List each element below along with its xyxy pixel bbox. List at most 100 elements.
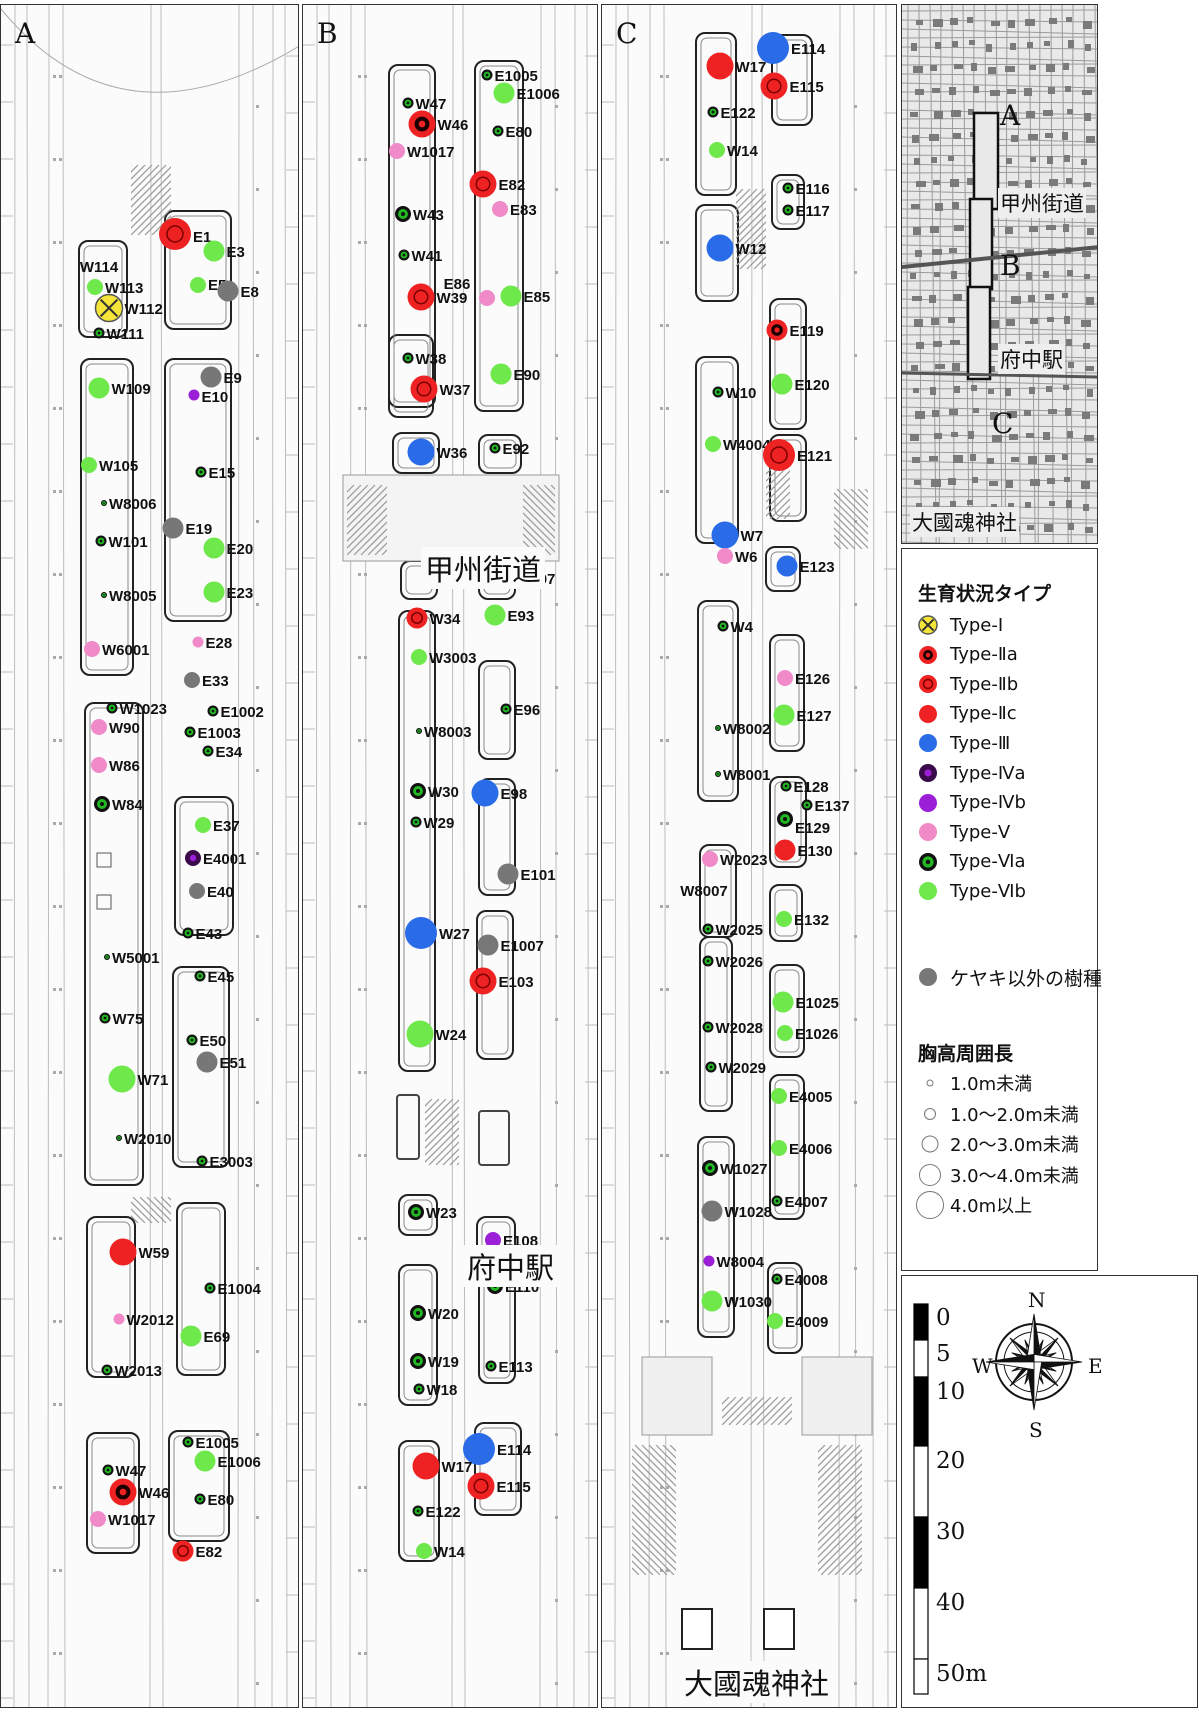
legend-label-via: Type-Ⅵa [950,851,1026,873]
tree-e1003-marker [184,726,196,738]
tree-label-e10: E10 [202,389,229,406]
tree-label-e1002: E1002 [221,704,264,721]
tree-w8005-marker [101,592,107,598]
tree-label-w8002: W8002 [723,721,771,738]
legend-size-swatch-1 [916,1069,946,1097]
scale-tick-20: 20 [936,1448,966,1474]
tree-label-w1030: W1030 [725,1294,773,1311]
tree-e40-marker [189,883,205,899]
tree-label-w113: W113 [105,280,143,297]
tree-label-e115: E115 [497,1479,531,1496]
tree-label-e115: E115 [790,79,824,96]
tree-label-w30: W30 [428,784,459,801]
legend-type-vib: Type-Ⅵb [916,877,1026,905]
panel-label-c: C [616,17,638,50]
legend-swatch-ivb [916,789,946,817]
tree-e1006-marker [194,1450,216,1472]
legend-swatch-vib [916,877,946,905]
scale-tick-10: 10 [936,1379,966,1405]
legend-label-iva: Type-Ⅳa [950,762,1026,784]
tree-w84-marker [94,796,110,812]
tree-e114-marker [463,1433,495,1465]
tree-label-e126: E126 [795,671,830,688]
legend-swatch-i [916,611,946,639]
tree-e4007-marker [771,1195,783,1207]
tree-w10-marker [712,386,724,398]
tree-label-w41: W41 [412,248,443,265]
tree-e5-marker [190,277,206,293]
tree-label-w8004: W8004 [717,1254,765,1271]
tree-w1030-marker [701,1290,723,1312]
scale-tick-0: 0 [936,1305,951,1331]
legend-size-5: 4.0m以上 [916,1191,1032,1219]
tree-label-e113: E113 [499,1359,533,1376]
tree-label-e96: E96 [514,702,541,719]
tree-w1028-marker [701,1200,723,1222]
tree-e82-marker [172,1540,194,1562]
tree-label-e127: E127 [797,708,832,725]
legend-size-label-5: 4.0m以上 [950,1196,1033,1217]
station-label-fuchu: 府中駅 [463,1245,559,1287]
tree-label-w1023: W1023 [120,701,168,718]
legend-size-label-1: 1.0m未満 [950,1074,1033,1095]
tree-label-w84: W84 [112,797,144,814]
tree-label-e1003: E1003 [198,725,241,742]
tree-w75-marker [99,1012,111,1024]
tree-label-e117: E117 [796,203,830,220]
tree-label-w2013: W2013 [115,1363,163,1380]
tree-label-e23: E23 [227,585,254,602]
legend-type-title: 生育状況タイプ [918,583,1052,605]
tree-label-e4007: E4007 [785,1194,828,1211]
tree-e85-marker [500,285,522,307]
tree-label-e37: E37 [213,818,240,835]
legend-type-iib: Type-Ⅱb [916,670,1018,698]
legend-label-iii: Type-Ⅲ [950,732,1011,754]
tree-label-e90: E90 [514,367,541,384]
tree-label-w34: W34 [430,611,462,628]
tree-label-w2028: W2028 [716,1020,764,1037]
legend-swatch-iic [916,700,946,728]
tree-e43-marker [182,927,194,939]
tree-label-e69: E69 [204,1329,231,1346]
tree-label-e4005: E4005 [789,1089,832,1106]
legend-type-ivb: Type-Ⅳb [916,789,1026,817]
inset-label-fuchu: 府中駅 [998,344,1065,374]
legend-label-iib: Type-Ⅱb [950,673,1019,695]
scale-tick-50m: 50m [936,1661,988,1687]
legend-type-iva: Type-Ⅳa [916,759,1025,787]
tree-e83-marker [492,201,508,217]
tree-e113-marker [485,1360,497,1372]
tree-label-w5001: W5001 [112,950,160,967]
tree-label-e83: E83 [510,202,537,219]
tree-w2012-marker [113,1313,125,1325]
tree-label-w6001: W6001 [102,642,150,659]
tree-e33-marker [184,672,200,688]
panel-label-a: A [15,17,36,50]
tree-w17-marker [706,52,734,80]
legend-label-iic: Type-Ⅱc [950,703,1017,725]
tree-e127-marker [773,704,795,726]
tree-label-w90: W90 [109,720,140,737]
tree-e128-marker [780,780,792,792]
tree-e92-marker [489,442,501,454]
tree-label-w2023: W2023 [720,852,768,869]
legend-type-iii: Type-Ⅲ [916,729,1010,757]
scale-drawing [913,1303,1083,1695]
tree-w46-marker [109,1478,137,1506]
tree-label-e80: E80 [208,1492,235,1509]
tree-label-w2025: W2025 [716,922,764,939]
tree-label-e80: E80 [506,124,533,141]
tree-label-e1006: E1006 [218,1454,261,1471]
legend-type-via: Type-Ⅵa [916,848,1025,876]
tree-w5001-marker [104,954,110,960]
tree-label-e51: E51 [220,1055,247,1072]
tree-w1017-marker [90,1511,106,1527]
tree-label-w17: W17 [442,1459,473,1476]
tree-label-e4006: E4006 [789,1141,832,1158]
tree-label-e3003: E3003 [210,1154,253,1171]
tree-e137-marker [801,799,813,811]
tree-w2023-marker [702,851,718,867]
inset-label-b: B [1000,249,1021,282]
